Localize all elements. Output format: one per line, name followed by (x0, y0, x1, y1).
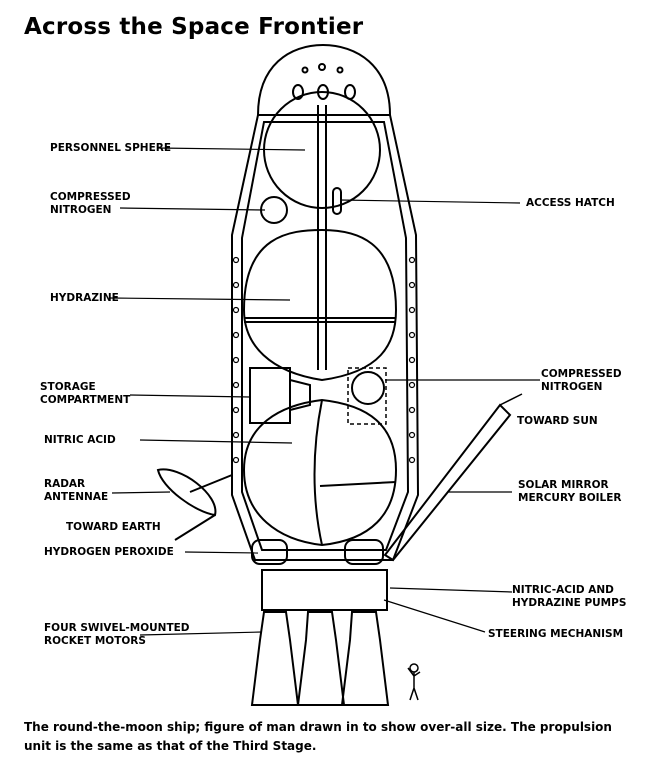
label-hydrazine: HYDRAZINE (50, 292, 119, 304)
label-steering: STEERING MECHANISM (488, 628, 624, 640)
nitric-acid-tank (242, 398, 398, 547)
label-compressed-nitrogen-right: COMPRESSED NITROGEN (541, 368, 622, 393)
man-figure (407, 663, 421, 701)
label-hydrogen-peroxide: HYDROGEN PEROXIDE (44, 546, 174, 558)
rocket-motor-2 (296, 611, 346, 706)
hydrazine-tank (242, 228, 398, 382)
label-rocket-motors: FOUR SWIVEL-MOUNTED ROCKET MOTORS (44, 622, 190, 647)
nose-dome (256, 43, 392, 116)
label-toward-earth: TOWARD EARTH (66, 521, 161, 533)
page-title: Across the Space Frontier (24, 14, 364, 40)
label-toward-sun: TOWARD SUN (517, 415, 598, 427)
label-compressed-nitrogen-left: COMPRESSED NITROGEN (50, 191, 131, 216)
rocket-motor-1 (250, 611, 300, 706)
peroxide-tank-left (251, 539, 288, 565)
label-solar-mirror: SOLAR MIRROR MERCURY BOILER (518, 479, 622, 504)
peroxide-tank-right (344, 539, 384, 565)
label-access-hatch: ACCESS HATCH (526, 197, 615, 209)
inner-hull (241, 121, 410, 551)
solar-mirror (383, 403, 512, 562)
nitrogen-sphere-right (351, 371, 385, 405)
radar-dish (156, 468, 217, 517)
label-radar-antennae: RADAR ANTENNAE (44, 478, 109, 503)
label-pumps: NITRIC-ACID AND HYDRAZINE PUMPS (512, 584, 627, 609)
label-nitric-acid: NITRIC ACID (44, 434, 116, 446)
caption: The round-the-moon ship; figure of man d… (24, 720, 612, 753)
center-column (317, 105, 327, 370)
engine-frame (261, 569, 388, 611)
label-storage-compartment: STORAGE COMPARTMENT (40, 381, 131, 406)
access-hatch (332, 187, 342, 215)
storage-compartment (249, 367, 291, 424)
label-personnel-sphere: PERSONNEL SPHERE (50, 142, 172, 154)
rocket-motor-3 (340, 611, 390, 706)
